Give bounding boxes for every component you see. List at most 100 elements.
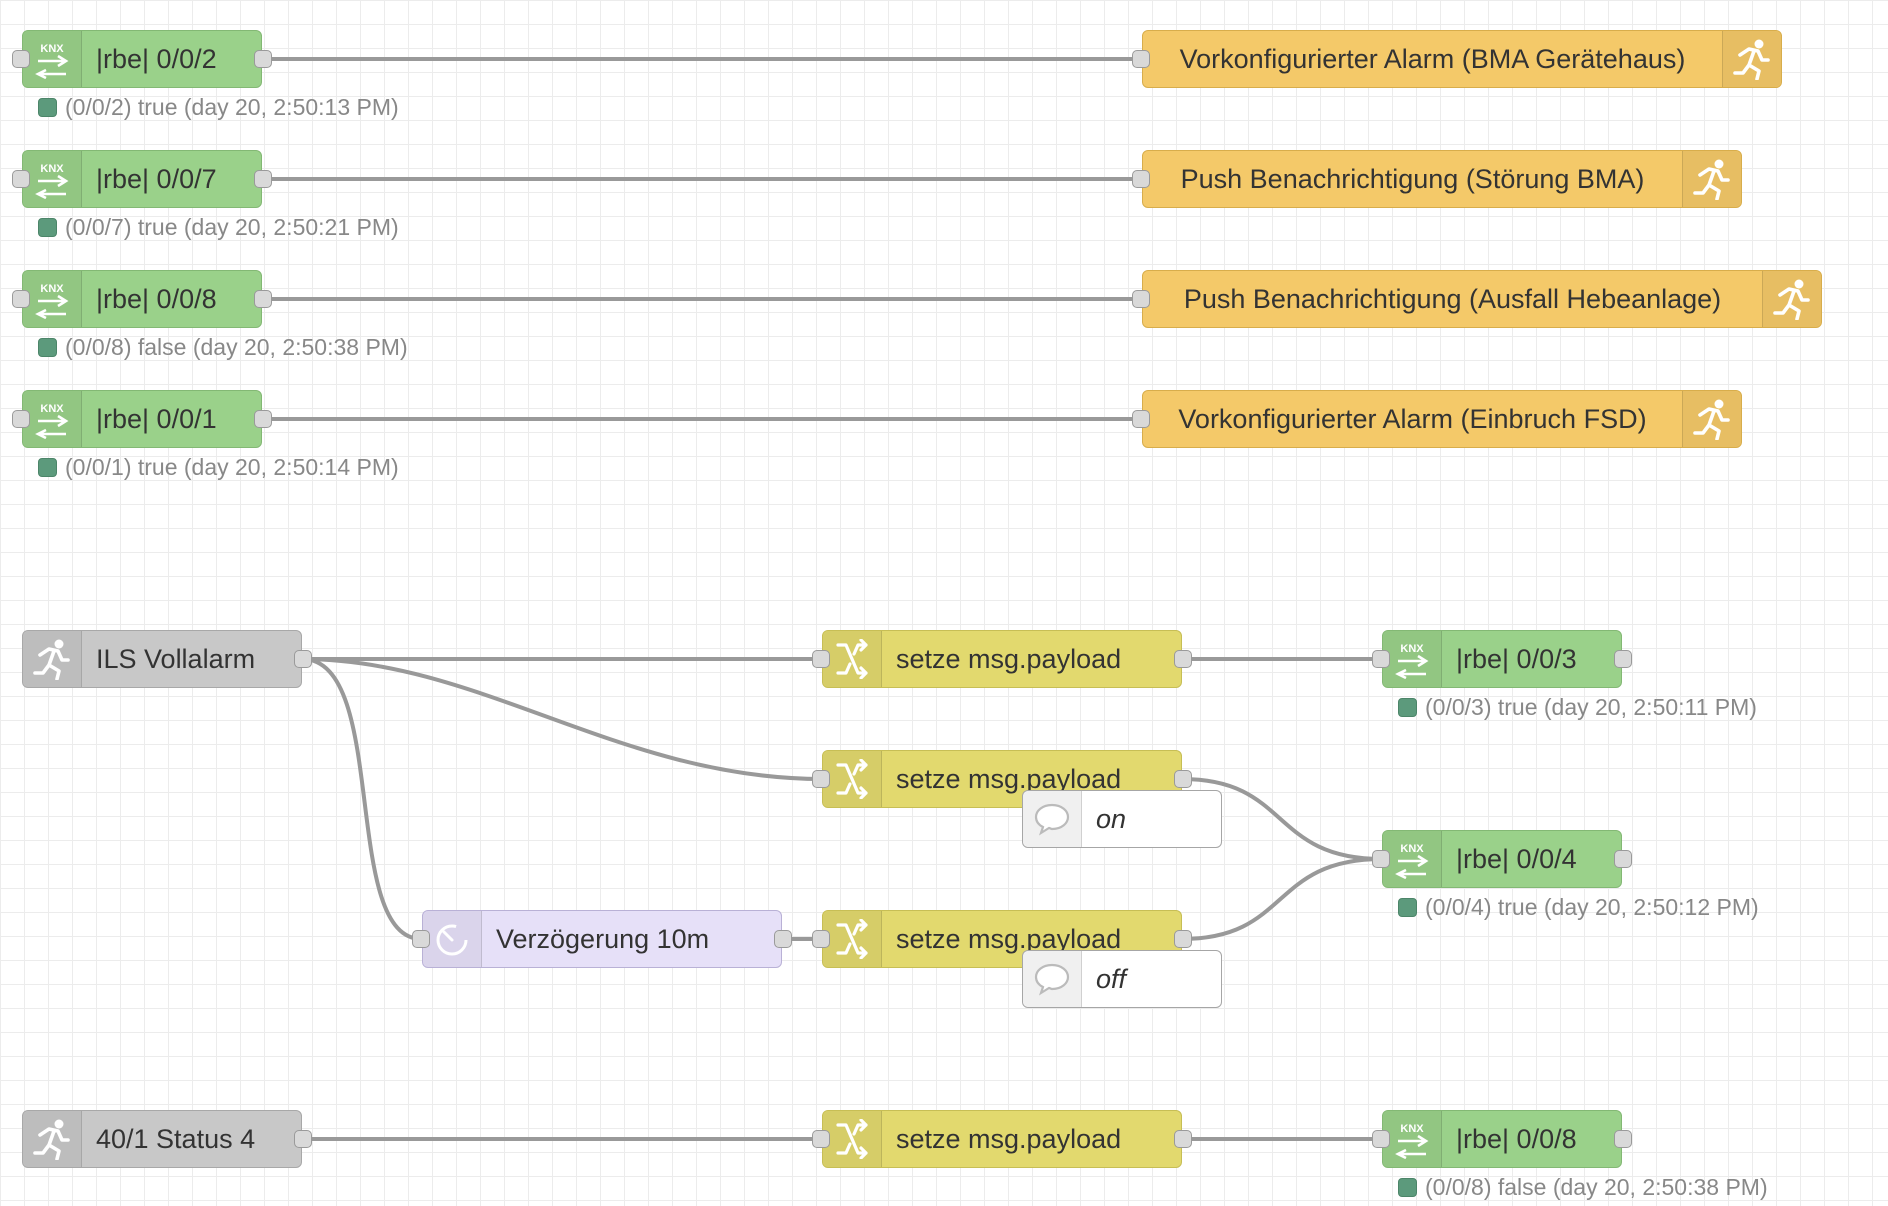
output-port[interactable] [294, 1130, 312, 1148]
knx-icon: KNX [1383, 831, 1442, 887]
output-port[interactable] [774, 930, 792, 948]
push-node-ausfall-hebeanlage[interactable]: Push Benachrichtigung (Ausfall Hebeanlag… [1132, 270, 1822, 328]
change-node-2[interactable]: setze msg.payload [812, 750, 1192, 808]
input-port[interactable] [812, 1130, 830, 1148]
input-port[interactable] [1372, 850, 1390, 868]
node-label: |rbe| 0/0/7 [96, 163, 217, 194]
input-port[interactable] [12, 170, 30, 188]
status-text: (0/0/4) true (day 20, 2:50:12 PM) [1425, 894, 1759, 920]
knx-node-0-0-4[interactable]: KNX |rbe| 0/0/4 [1372, 830, 1632, 888]
node-label: ILS Vollalarm [96, 643, 256, 674]
knx-node-0-0-3[interactable]: KNX |rbe| 0/0/3 [1372, 630, 1632, 688]
push-node-stoerung-bma[interactable]: Push Benachrichtigung (Störung BMA) [1132, 150, 1742, 208]
input-port[interactable] [12, 50, 30, 68]
knx-icon: KNX [23, 271, 82, 327]
knx-node-0-0-8-output[interactable]: KNX |rbe| 0/0/8 [1372, 1110, 1632, 1168]
input-port[interactable] [812, 770, 830, 788]
change-node-4[interactable]: setze msg.payload [812, 1110, 1192, 1168]
comment-node-off[interactable]: off [1022, 950, 1222, 1008]
input-port[interactable] [1372, 650, 1390, 668]
knx-icon: KNX [23, 391, 82, 447]
output-port[interactable] [1614, 650, 1632, 668]
comment-label: on [1096, 803, 1127, 834]
input-port[interactable] [1132, 50, 1150, 68]
change-node-1[interactable]: setze msg.payload [812, 630, 1192, 688]
status-text: (0/0/3) true (day 20, 2:50:11 PM) [1425, 694, 1757, 720]
status-indicator: (0/0/2) true (day 20, 2:50:13 PM) [38, 94, 399, 121]
comment-label: off [1096, 963, 1127, 994]
comment-node-on[interactable]: on [1022, 790, 1222, 848]
running-person-icon [1682, 151, 1741, 207]
status-indicator: (0/0/8) false (day 20, 2:50:38 PM) [38, 334, 408, 361]
input-port[interactable] [812, 930, 830, 948]
status-indicator: (0/0/7) true (day 20, 2:50:21 PM) [38, 214, 399, 241]
change-node-3[interactable]: setze msg.payload [812, 910, 1192, 968]
shuffle-icon [823, 751, 882, 807]
trigger-node-ils-vollalarm[interactable]: ILS Vollalarm [22, 630, 312, 688]
output-port[interactable] [254, 410, 272, 428]
delay-node-10m[interactable]: Verzögerung 10m [412, 910, 792, 968]
input-port[interactable] [412, 930, 430, 948]
output-port[interactable] [294, 650, 312, 668]
status-dot [1398, 698, 1417, 717]
node-label: Verzögerung 10m [496, 923, 710, 954]
speech-bubble-icon [1023, 951, 1082, 1007]
input-port[interactable] [1372, 1130, 1390, 1148]
svg-text:KNX: KNX [1400, 1123, 1424, 1135]
running-person-icon [23, 1111, 82, 1167]
output-port[interactable] [1174, 650, 1192, 668]
svg-text:KNX: KNX [40, 163, 64, 175]
output-port[interactable] [254, 290, 272, 308]
node-label: 40/1 Status 4 [96, 1123, 256, 1154]
input-port[interactable] [12, 290, 30, 308]
knx-node-0-0-7[interactable]: KNX |rbe| 0/0/7 [12, 150, 272, 208]
output-port[interactable] [1614, 850, 1632, 868]
node-label: setze msg.payload [896, 763, 1122, 794]
shuffle-icon [823, 631, 882, 687]
output-port[interactable] [254, 170, 272, 188]
status-indicator: (0/0/1) true (day 20, 2:50:14 PM) [38, 454, 399, 481]
node-label: Push Benachrichtigung (Ausfall Hebeanlag… [1183, 283, 1722, 314]
wire-change-2-to-knx-004 [1180, 777, 1384, 861]
knx-node-0-0-8[interactable]: KNX |rbe| 0/0/8 [12, 270, 272, 328]
svg-text:KNX: KNX [1400, 843, 1424, 855]
status-text: (0/0/2) true (day 20, 2:50:13 PM) [65, 94, 399, 120]
status-indicator: (0/0/4) true (day 20, 2:50:12 PM) [1398, 894, 1759, 921]
shuffle-icon [823, 1111, 882, 1167]
input-port[interactable] [1132, 290, 1150, 308]
input-port[interactable] [1132, 170, 1150, 188]
speech-bubble-icon [1023, 791, 1082, 847]
input-port[interactable] [812, 650, 830, 668]
knx-icon: KNX [23, 151, 82, 207]
node-label: setze msg.payload [896, 923, 1122, 954]
output-port[interactable] [1174, 770, 1192, 788]
knx-icon: KNX [1383, 631, 1442, 687]
node-label: |rbe| 0/0/8 [96, 283, 217, 314]
status-dot [1398, 898, 1417, 917]
input-port[interactable] [1132, 410, 1150, 428]
wire-ils-to-delay [300, 657, 424, 942]
alarm-node-bma-geraetehaus[interactable]: Vorkonfigurierter Alarm (BMA Gerätehaus) [1132, 30, 1782, 88]
knx-node-0-0-2[interactable]: KNX |rbe| 0/0/2 [12, 30, 272, 88]
status-dot [38, 218, 57, 237]
output-port[interactable] [1614, 1130, 1632, 1148]
alarm-node-einbruch-fsd[interactable]: Vorkonfigurierter Alarm (Einbruch FSD) [1132, 390, 1742, 448]
node-label: |rbe| 0/0/2 [96, 43, 217, 74]
knx-node-0-0-1[interactable]: KNX |rbe| 0/0/1 [12, 390, 272, 448]
node-label: setze msg.payload [896, 643, 1122, 674]
output-port[interactable] [1174, 1130, 1192, 1148]
status-text: (0/0/8) false (day 20, 2:50:38 PM) [65, 334, 408, 360]
input-port[interactable] [12, 410, 30, 428]
shuffle-icon [823, 911, 882, 967]
node-label: setze msg.payload [896, 1123, 1122, 1154]
status-dot [38, 338, 57, 357]
knx-icon: KNX [23, 31, 82, 87]
output-port[interactable] [254, 50, 272, 68]
svg-text:KNX: KNX [40, 283, 64, 295]
running-person-icon [1682, 391, 1741, 447]
output-port[interactable] [1174, 930, 1192, 948]
node-label: |rbe| 0/0/3 [1456, 643, 1577, 674]
node-label: Vorkonfigurierter Alarm (BMA Gerätehaus) [1179, 43, 1686, 74]
trigger-node-status-4[interactable]: 40/1 Status 4 [22, 1110, 312, 1168]
status-dot [1398, 1178, 1417, 1197]
